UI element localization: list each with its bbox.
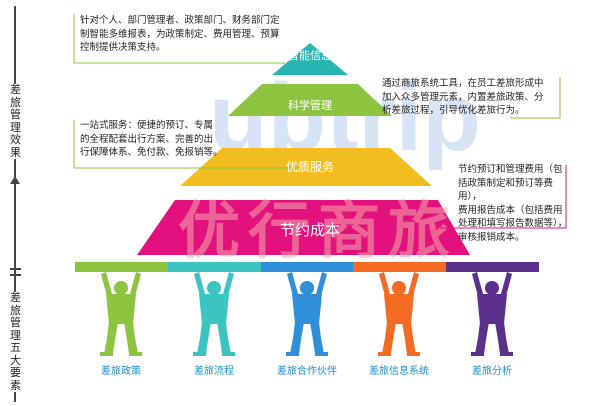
figure-part	[495, 322, 509, 354]
figure-part	[292, 294, 322, 324]
watermark-logo-chinese: 优行商旅	[178, 194, 458, 267]
pyramid-layer-smart-info	[272, 43, 348, 75]
person-lifting-icon	[378, 272, 420, 356]
figure-part	[407, 352, 420, 356]
figure-part	[124, 322, 138, 354]
figure-part	[193, 352, 206, 356]
figure-part	[207, 281, 221, 295]
base-bar-segment	[261, 262, 353, 272]
layer-label-quality-service: 优质服务	[285, 160, 334, 174]
figure-part	[290, 322, 304, 354]
base-bar-segment	[353, 262, 446, 272]
figure-part	[197, 322, 211, 354]
axis-divider	[10, 268, 21, 270]
elements-axis-label: 差旅管理五大要素	[6, 291, 25, 392]
note-quality-service: 一站式服务：便捷的预订、专属 的全程配套出行方案、完善的出 行保障体系、免付款、…	[80, 119, 250, 160]
figure-part	[114, 281, 128, 295]
connector-line	[510, 77, 561, 119]
pyramid-layer-quality-service	[180, 148, 432, 186]
note-text: 一站式服务：便捷的预订、专属 的全程配套出行方案、完善的出 行保障体系、免付款、…	[80, 120, 223, 158]
pyramid-layer-cost-saving	[137, 200, 470, 255]
base-bar-segment	[446, 262, 539, 272]
note-cost-saving: 节约预订和管理费用（包 括政策制定和预订等费用）， 费用报告成本（包括费用 处理…	[458, 163, 568, 244]
figure-part	[471, 352, 484, 356]
figure-part	[286, 352, 299, 356]
layer-label-smart-info: 智能信息	[288, 49, 332, 62]
figure-part	[501, 272, 512, 296]
base-bar-segment	[168, 262, 261, 272]
pillar-label: 差旅信息系统	[369, 366, 429, 377]
pillar-label: 差旅合作伙伴	[277, 366, 337, 377]
pyramid-layer-scientific-management	[228, 84, 392, 116]
connector-line	[440, 165, 567, 229]
figure-part	[472, 272, 483, 296]
figure-part	[402, 322, 416, 354]
arrow-up-icon	[10, 176, 20, 184]
figure-part	[475, 322, 489, 354]
figure-part	[106, 294, 136, 324]
person-lifting-icon	[193, 272, 235, 356]
figure-part	[129, 352, 142, 356]
note-text: 通过商旅系统工具，在员工差旅形成中 加入众多管理元素，内置差旅政策、分 析差旅过…	[382, 78, 544, 116]
base-bar-segment	[75, 262, 168, 272]
figure-part	[392, 281, 406, 295]
figure-part	[310, 322, 324, 354]
connector-line	[73, 14, 285, 64]
pillar-label: 差旅流程	[194, 366, 234, 377]
figure-part	[222, 352, 235, 356]
pillar-label: 差旅政策	[101, 366, 141, 377]
layer-label-scientific-management: 科学管理	[288, 99, 332, 112]
note-text: 针对个人、部门管理者、政策部门、财务部门定 制智能多维报表，为政策制定、费用管理…	[80, 15, 280, 53]
connector-line	[73, 120, 300, 169]
figure-part	[104, 322, 118, 354]
figure-part	[101, 272, 112, 296]
pillar-label: 差旅分析	[472, 366, 512, 377]
figure-part	[130, 272, 141, 296]
note-text: 节约预订和管理费用（包 括政策制定和预订等费用）， 费用报告成本（包括费用 处理…	[458, 164, 568, 243]
figure-part	[378, 352, 391, 356]
person-lifting-icon	[286, 272, 328, 356]
figure-part	[100, 352, 113, 356]
axis-line	[14, 6, 16, 402]
layer-label-cost-saving: 节约成本	[279, 221, 340, 239]
figure-part	[223, 272, 234, 296]
person-lifting-icon	[471, 272, 513, 356]
effect-axis-label: 差旅管理效果	[6, 83, 25, 159]
figure-part	[500, 352, 513, 356]
figure-part	[199, 294, 229, 324]
person-lifting-icon	[100, 272, 142, 356]
figure-part	[384, 294, 414, 324]
figure-part	[217, 322, 231, 354]
figure-part	[316, 272, 327, 296]
figure-part	[287, 272, 298, 296]
figure-part	[315, 352, 328, 356]
figure-part	[408, 272, 419, 296]
figure-part	[382, 322, 396, 354]
figure-part	[300, 281, 314, 295]
figure-part	[194, 272, 205, 296]
figure-part	[485, 281, 499, 295]
figure-part	[379, 272, 390, 296]
figure-part	[477, 294, 507, 324]
side-axis: 差旅管理效果 差旅管理五大要素	[6, 6, 25, 402]
axis-divider	[10, 274, 21, 276]
note-smart-info: 针对个人、部门管理者、政策部门、财务部门定 制智能多维报表，为政策制定、费用管理…	[80, 14, 280, 55]
note-scientific-management: 通过商旅系统工具，在员工差旅形成中 加入众多管理元素，内置差旅政策、分 析差旅过…	[382, 77, 562, 118]
